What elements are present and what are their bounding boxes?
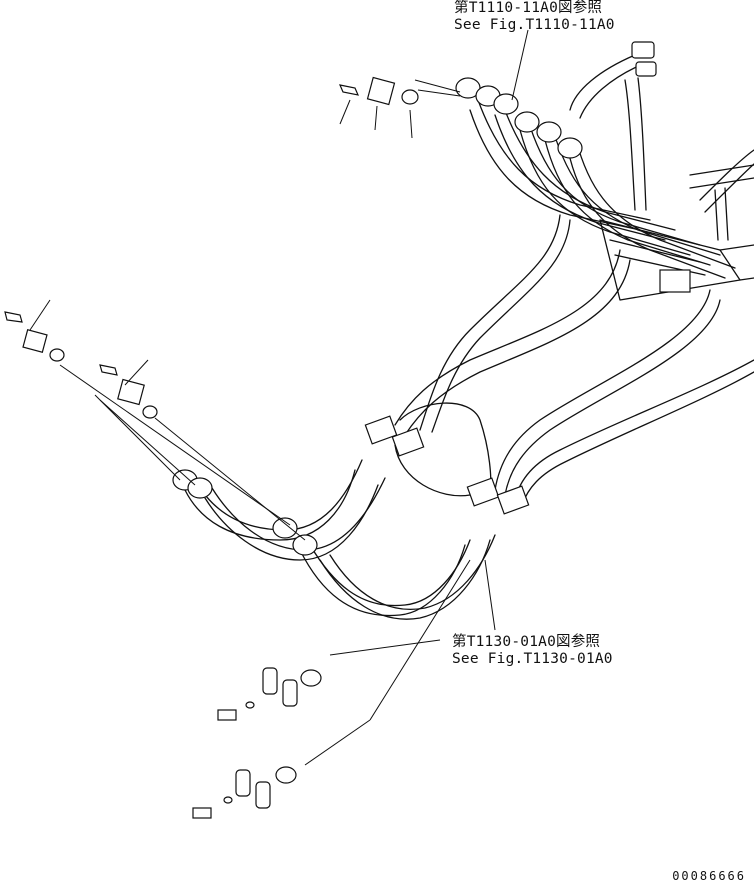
long-pipes [394,214,754,506]
left-fittings [172,469,318,556]
frame-body [599,219,754,301]
loose-parts-top [4,76,419,419]
drawing-number: 00086666 [672,869,746,883]
leader-lines [29,29,529,766]
reference-note-t1130: 第T1130-01A0図参照 See Fig.T1130-01A0 [452,634,613,668]
reference-note-t1110-jp: 第T1110-11A0図参照 [454,0,603,16]
upper-hose-bundle [469,54,754,279]
reference-note-t1130-jp: 第T1130-01A0図参照 [452,634,601,650]
loose-parts-bottom [192,667,322,819]
reference-note-t1110-en: See Fig.T1110-11A0 [454,17,615,33]
manifold-fittings [455,41,657,159]
reference-note-t1110: 第T1110-11A0図参照 See Fig.T1110-11A0 [454,0,615,34]
middle-blocks [364,415,530,515]
reference-note-t1130-en: See Fig.T1130-01A0 [452,651,613,667]
